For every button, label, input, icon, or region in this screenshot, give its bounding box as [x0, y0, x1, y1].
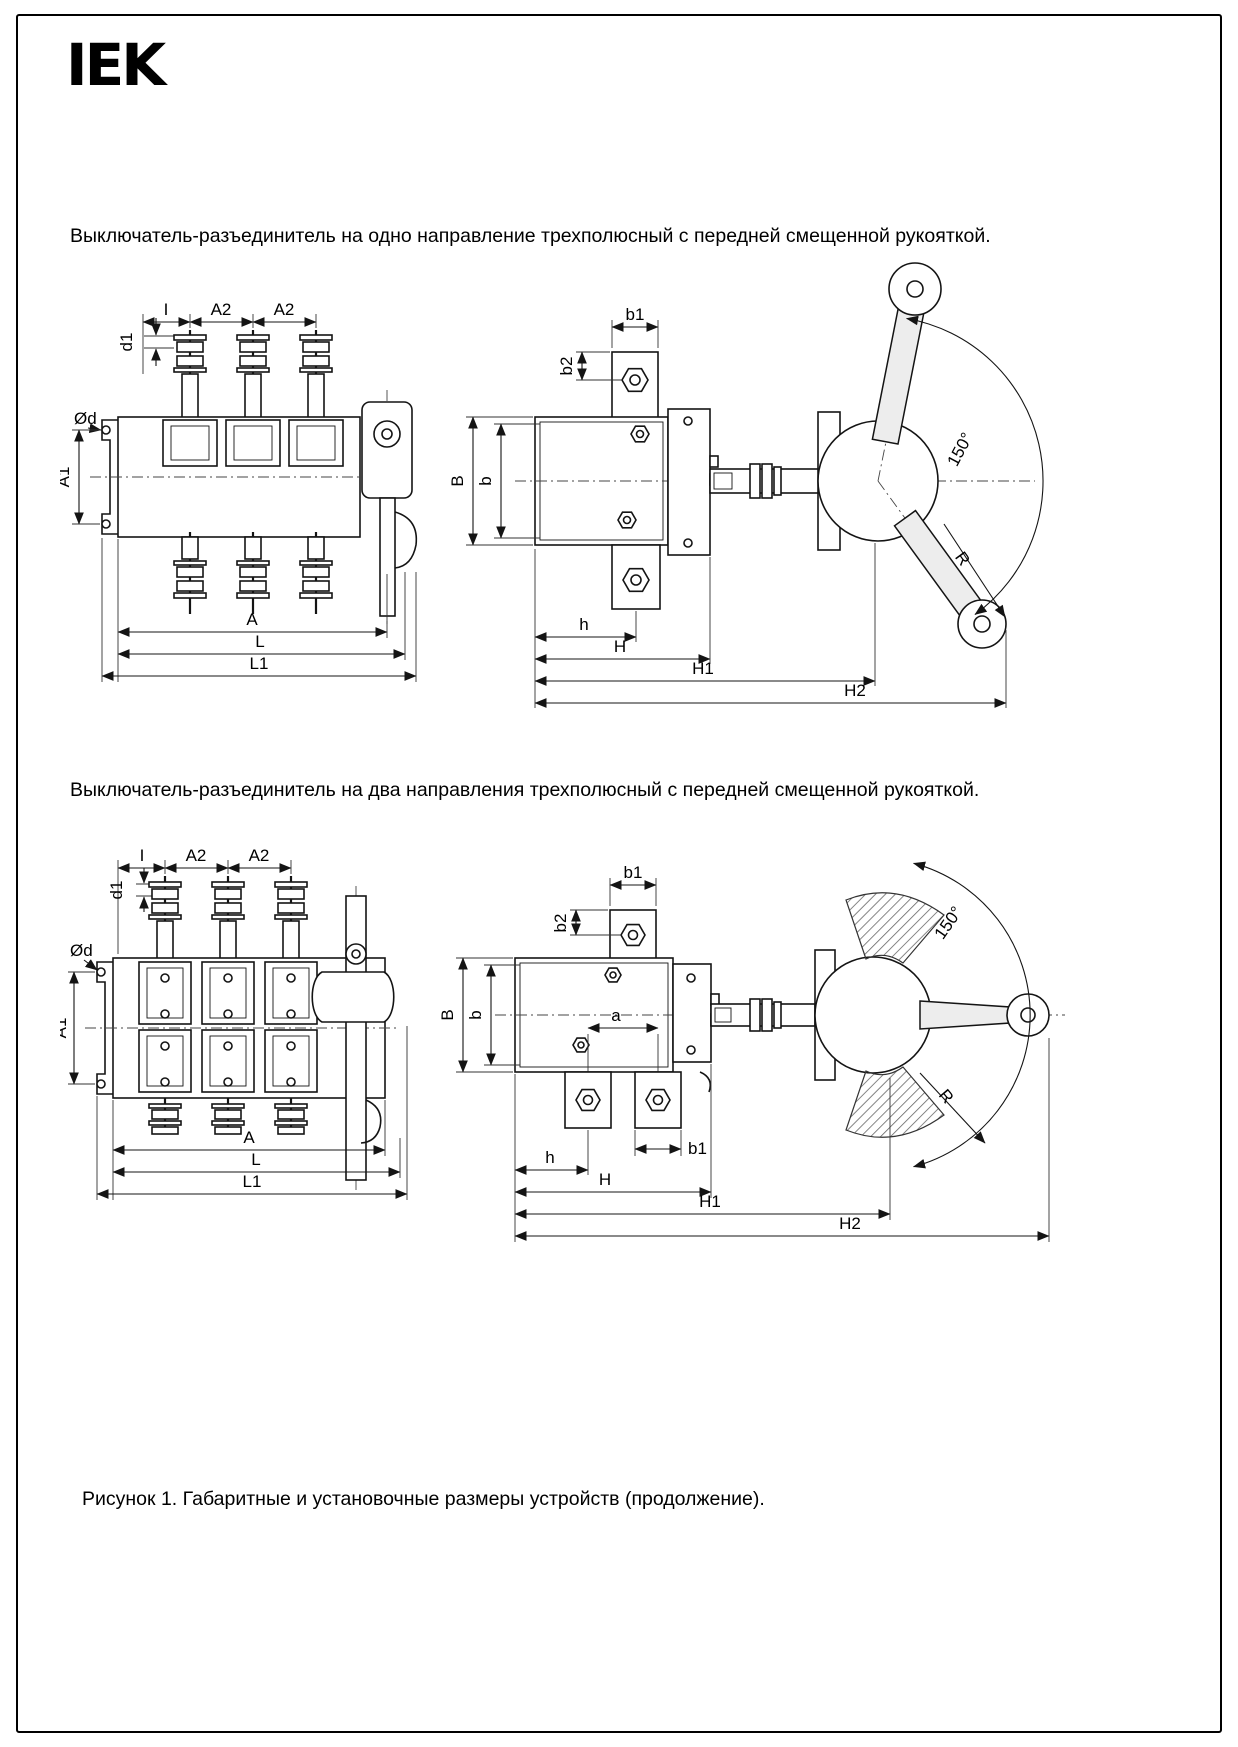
fig2-b1-bottom-dimension: b1	[634, 1130, 707, 1158]
fig1-mount-plate	[667, 408, 719, 556]
fig2-side-bottom-terminal-left	[564, 1071, 612, 1129]
fig1-B-dimension: B	[448, 416, 533, 546]
dim-label-l: L	[255, 632, 264, 651]
fig2-b1-top-dimension: b1	[609, 863, 657, 906]
dim-label-angle: 150°	[943, 429, 976, 469]
fig1-drive-bracket	[361, 390, 418, 624]
dim-label-H: H	[599, 1170, 611, 1189]
dim-label-i: I	[164, 300, 169, 319]
figure2-front-view: I A2 A2 d1	[60, 846, 408, 1200]
fig1-b-dimension: b	[476, 423, 540, 539]
fig2-side-bottom-dimensions: h H H1 H2	[514, 1038, 1050, 1242]
fig1-b1-dimension: b1	[611, 305, 659, 348]
dim-label-h: h	[545, 1148, 554, 1167]
fig1-b2-dimension: b2	[557, 351, 622, 381]
dim-label-H1: H1	[692, 659, 714, 678]
dim-label-d1: d1	[107, 881, 126, 900]
fig2-a1-dimension: A1	[60, 971, 95, 1085]
dim-label-h: h	[579, 615, 588, 634]
fig2-side-bottom-terminal-right	[634, 1071, 682, 1129]
dim-label-d1: d1	[117, 333, 136, 352]
dim-label-b1-top: b1	[624, 863, 643, 882]
figure2-side-view: b1 b2 a B	[438, 861, 1065, 1242]
fig1-d1-dimension: d1	[117, 318, 174, 366]
fig2-b2-dimension: b2	[551, 909, 621, 936]
dim-label-H1: H1	[699, 1192, 721, 1211]
fig2-drive-shaft	[710, 998, 816, 1032]
page-border	[16, 14, 1222, 1733]
fig1-upper-terminal-pole1	[173, 330, 207, 422]
figure1-side-view: b1 b2 B b	[448, 262, 1044, 708]
fig2-lower-terminal-pole1	[148, 1098, 182, 1135]
dim-label-b1: b1	[626, 305, 645, 324]
dim-label-l1: L1	[250, 654, 269, 673]
fig1-top-dimensions: I A2 A2	[142, 300, 317, 374]
fig1-lower-terminal-pole1	[173, 532, 207, 614]
fig2-upper-terminal-pole3	[274, 876, 308, 964]
fig1-lower-terminal-pole2	[236, 532, 270, 614]
dim-label-a1: A1	[60, 1018, 70, 1039]
figure1-title: Выключатель-разъединитель на одно направ…	[70, 225, 991, 247]
dim-label-H2: H2	[844, 681, 866, 700]
dim-label-i: I	[140, 846, 145, 865]
dim-label-H: H	[614, 637, 626, 656]
fig2-travel-wedge-bottom	[845, 1066, 945, 1138]
fig1-side-bottom-terminal	[611, 544, 661, 610]
fig2-lower-terminal-pole3	[274, 1098, 308, 1135]
fig2-switch-body	[85, 957, 400, 1099]
dim-label-b-small: b	[476, 476, 495, 485]
dim-label-a2-left: A2	[211, 300, 232, 319]
dim-label-a2-right: A2	[249, 846, 270, 865]
dim-label-l1: L1	[243, 1172, 262, 1191]
fig2-b-dimension: b	[466, 964, 520, 1066]
dim-label-od: Ød	[74, 409, 97, 428]
dim-label-b1-bottom: b1	[688, 1139, 707, 1158]
dim-label-a: A	[243, 1128, 255, 1147]
dim-label-a2-right: A2	[274, 300, 295, 319]
dim-label-B: B	[438, 1009, 457, 1020]
fig2-od-dimension: Ød	[70, 941, 98, 971]
fig2-B-dimension: B	[438, 957, 513, 1073]
iek-logo: IEK	[66, 31, 166, 99]
fig2-bottom-dimensions: A L L1	[96, 1026, 408, 1200]
dim-label-a-small: a	[611, 1006, 621, 1025]
dim-label-B: B	[448, 475, 467, 486]
fig1-od-dimension: Ød	[74, 409, 102, 434]
dim-label-od: Ød	[70, 941, 93, 960]
dim-label-a2-left: A2	[186, 846, 207, 865]
dim-label-b-small: b	[466, 1010, 485, 1019]
dim-label-b2: b2	[551, 914, 570, 933]
fig2-lower-terminal-pole2	[211, 1098, 245, 1135]
fig1-handle	[817, 262, 1007, 649]
fig2-drive-bracket	[311, 886, 395, 1190]
fig1-lower-terminal-pole3	[299, 532, 333, 614]
fig1-upper-terminal-pole2	[236, 330, 270, 422]
dim-label-a1: A1	[60, 467, 73, 488]
dim-label-a: A	[246, 610, 258, 629]
dim-label-l: L	[251, 1150, 260, 1169]
figure2-drawing: I A2 A2 d1	[60, 846, 1065, 1242]
fig1-drive-shaft	[709, 463, 821, 499]
figure2-title: Выключатель-разъединитель на два направл…	[70, 779, 980, 801]
fig1-a1-dimension: A1	[60, 429, 100, 525]
figure1-front-view: I A2 A2 d1	[60, 300, 418, 682]
fig2-upper-terminal-pole1	[148, 876, 182, 964]
dim-label-H2: H2	[839, 1214, 861, 1233]
fig1-side-top-terminal	[611, 351, 659, 419]
fig1-side-bottom-dimensions: h H H1 H2	[534, 543, 1007, 708]
figure-caption: Рисунок 1. Габаритные и установочные раз…	[82, 1488, 765, 1510]
fig2-top-dimensions: I A2 A2	[117, 846, 292, 954]
dim-label-r: R	[935, 1086, 957, 1108]
fig1-bottom-dimensions: A L L1	[101, 538, 417, 682]
fig2-upper-terminal-pole2	[211, 876, 245, 964]
fig2-travel-wedge-top	[845, 892, 945, 964]
fig1-switch-body	[90, 416, 405, 538]
fig1-upper-terminal-pole3	[299, 330, 333, 422]
dim-label-b2: b2	[557, 357, 576, 376]
figure1-drawing: I A2 A2 d1	[60, 262, 1044, 708]
fig2-d1-dimension: d1	[107, 868, 164, 912]
